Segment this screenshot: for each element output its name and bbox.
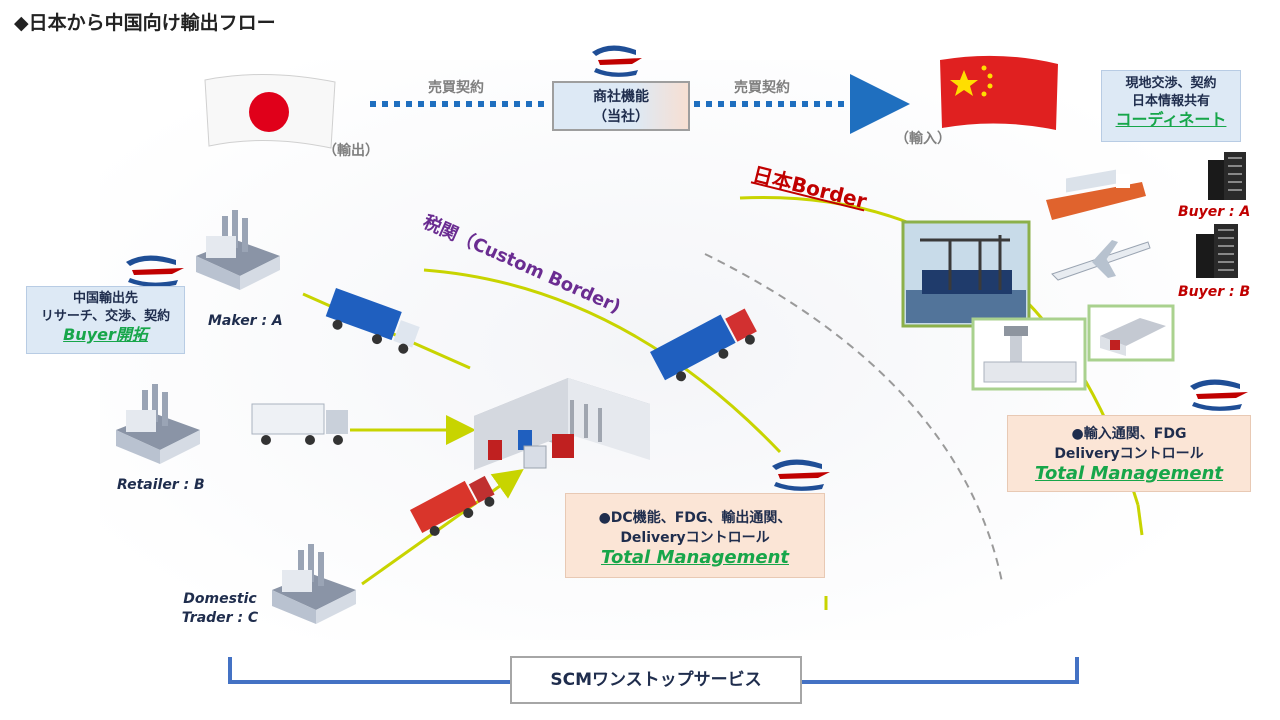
export-total-management-link[interactable]: Total Management [600, 547, 789, 568]
buyer-dev-line2: リサーチ、交渉、契約 [40, 309, 171, 324]
import-total-management-link[interactable]: Total Management [1034, 463, 1223, 484]
buyer-a-label: Buyer : A [1178, 204, 1251, 220]
warehouse-icon [474, 378, 650, 470]
import-label: （輸入） [895, 131, 951, 147]
coordinate-box: 現地交渉、契約 日本情報共有 コーディネート [1101, 70, 1241, 142]
retailer-label: Retailer : B [117, 477, 205, 493]
factory-icon [116, 384, 200, 464]
factory-icon [272, 544, 356, 624]
domestic-line1: Domestic [183, 591, 257, 607]
dashed-boundary-curve [704, 253, 1003, 583]
buyer-b-label: Buyer : B [1178, 284, 1251, 300]
export-callout-line1: ●DC機能、FDG、輸出通関、 [598, 510, 792, 526]
scm-bracket-right [798, 657, 1079, 684]
truck-icon [410, 475, 495, 536]
export-management-callout: ●DC機能、FDG、輸出通関、 Deliveryコントロール Total Man… [565, 493, 825, 578]
truck-icon [325, 288, 420, 354]
export-label: （輸出） [323, 143, 379, 159]
factory-icon [196, 210, 280, 290]
domestic-line2: Trader : C [181, 610, 259, 626]
company-logo-icon [1190, 379, 1248, 411]
ship-icon [1046, 169, 1146, 220]
trade-label-left: 売買契約 [428, 80, 484, 96]
trading-company-line2: （当社） [593, 109, 649, 125]
domestic-trader-label: Domestic Trader : C [176, 590, 264, 628]
port-icon [901, 220, 1031, 328]
page-title: ◆日本から中国向け輸出フロー [14, 12, 276, 34]
company-logo-icon [772, 459, 830, 491]
company-logo-icon [126, 255, 184, 287]
buyer-dev-link[interactable]: Buyer開拓 [63, 325, 148, 344]
maker-label: Maker : A [208, 313, 283, 329]
trading-company-box: 商社機能 （当社） [552, 81, 690, 131]
buyer-dev-line1: 中国輸出先 [72, 291, 138, 306]
export-callout-line2: Deliveryコントロール [620, 530, 770, 546]
coordinate-line2: 日本情報共有 [1131, 94, 1210, 109]
china-flag-icon [940, 55, 1058, 131]
import-callout-line1: ●輸入通関、FDG [1071, 426, 1187, 442]
warehouse-icon [1087, 304, 1175, 362]
trade-label-right: 売買契約 [734, 80, 790, 96]
trading-company-line1: 商社機能 [593, 89, 649, 105]
japan-flag-icon [204, 74, 336, 149]
scm-bracket-left [228, 657, 510, 684]
truck-icon [650, 308, 757, 382]
airport-icon [971, 317, 1087, 391]
building-icon [1196, 224, 1238, 278]
buyer-development-box: 中国輸出先 リサーチ、交渉、契約 Buyer開拓 [26, 286, 185, 354]
scm-one-stop-service: SCMワンストップサービス [510, 656, 802, 704]
custom-border-curve [423, 268, 782, 454]
coordinate-link[interactable]: コーディネート [1115, 110, 1227, 129]
import-callout-line2: Deliveryコントロール [1054, 446, 1204, 462]
coordinate-line1: 現地交渉、契約 [1125, 76, 1217, 91]
truck-icon [251, 403, 348, 445]
airplane-icon [1051, 240, 1151, 281]
japan-border-curve-end [1136, 504, 1144, 536]
company-logo-icon [592, 45, 642, 77]
building-icon [1208, 152, 1246, 200]
import-management-callout: ●輸入通関、FDG Deliveryコントロール Total Managemen… [1007, 415, 1251, 492]
